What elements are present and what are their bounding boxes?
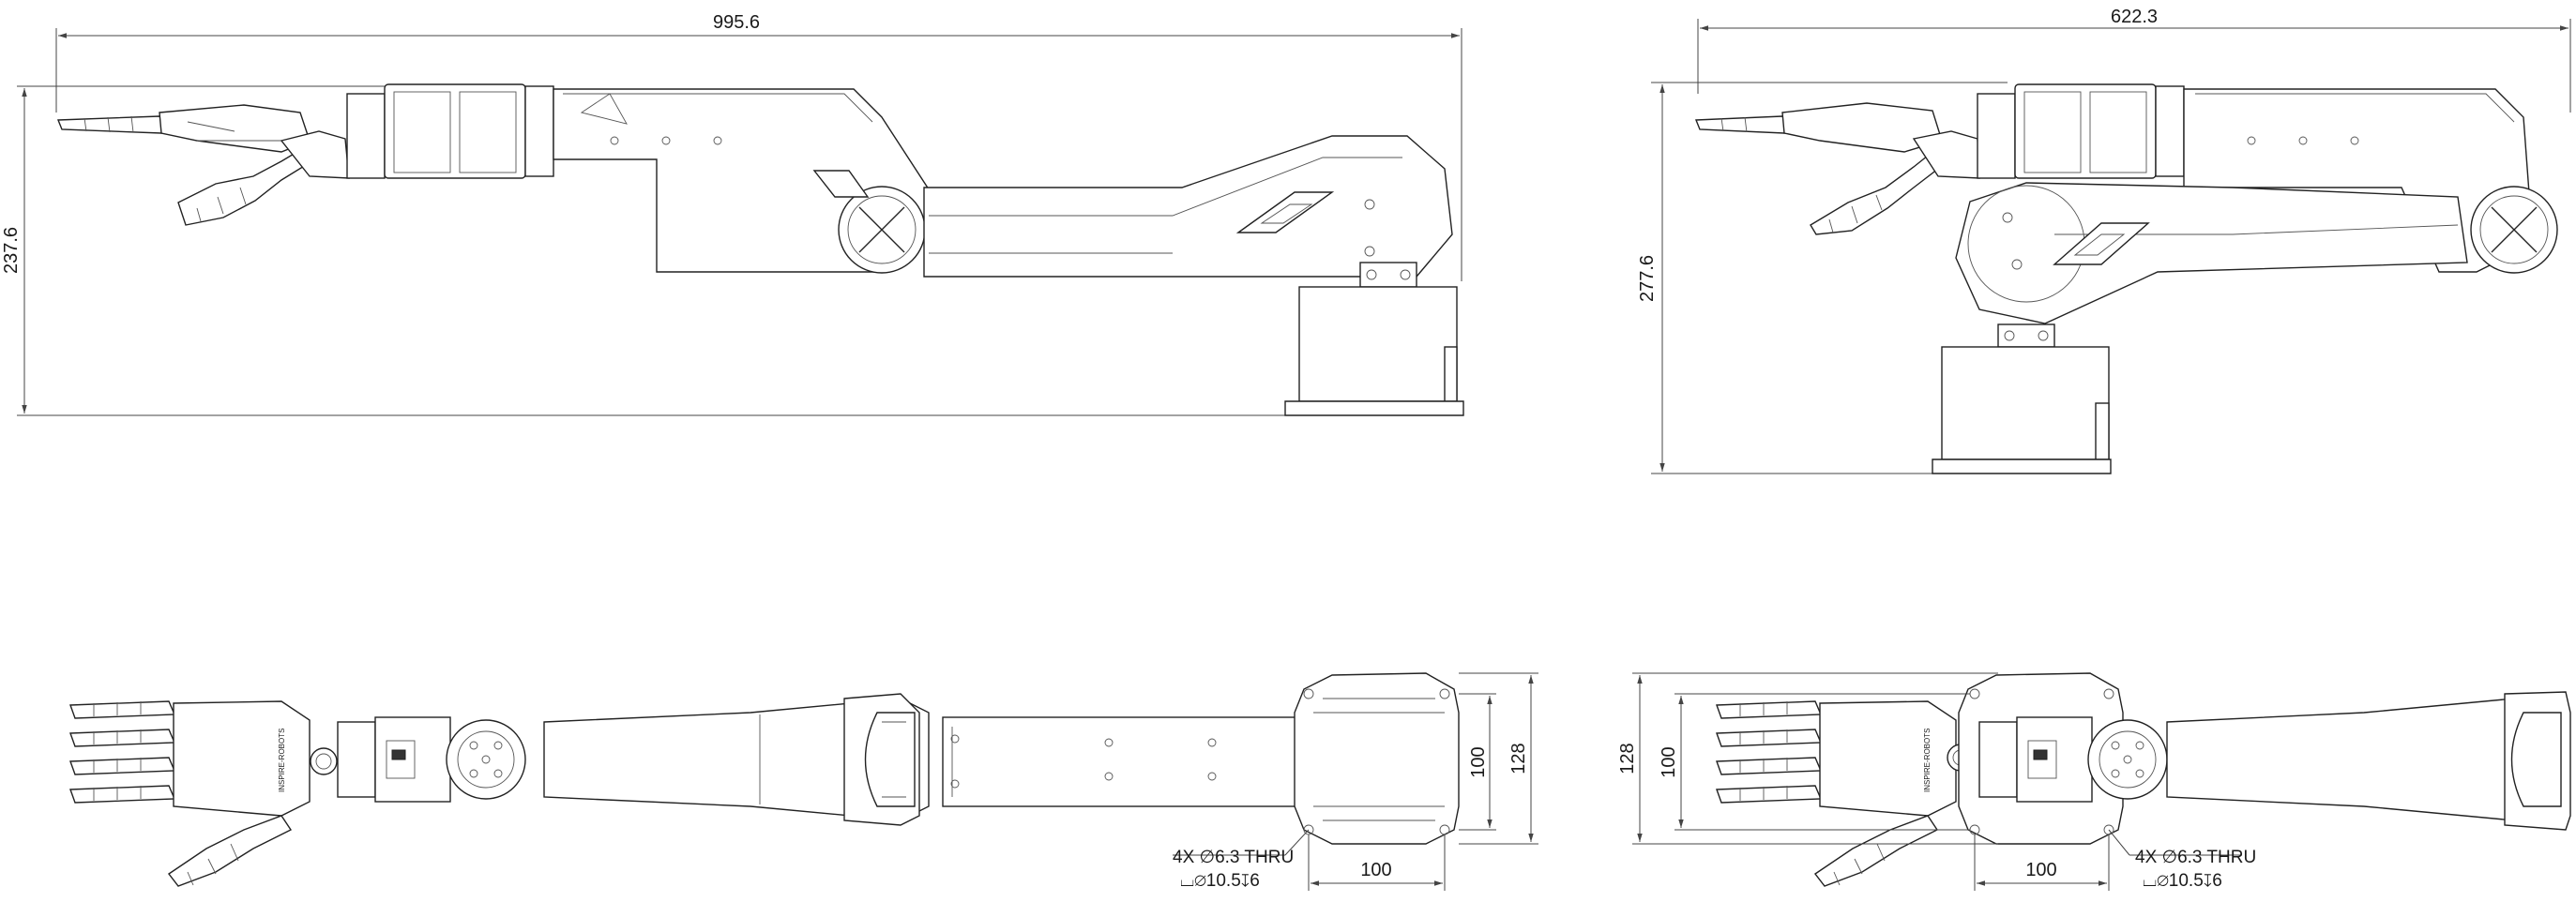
wrist-joint-folded xyxy=(1977,83,2185,179)
forearm-link-folded xyxy=(1955,182,2468,324)
hole-callout-extended: 4X ∅6.3 THRU ⌴∅10.5↧6 xyxy=(1173,829,1310,891)
dimension-base-length-folded: 100 xyxy=(1974,834,2110,891)
hole-callout-folded: 4X ∅6.3 THRU ⌴∅10.5↧6 xyxy=(2108,829,2256,891)
dimension-base-inner-folded: 100 xyxy=(1659,693,1970,831)
elbow-top xyxy=(843,693,920,826)
hole-note-line1: 4X ∅6.3 THRU xyxy=(1173,848,1294,867)
robot-base-folded xyxy=(1932,323,2112,474)
robot-hand-top: INSPIRE-ROBOTS xyxy=(69,700,338,887)
dimension-width-folded: 622.3 xyxy=(1697,7,2571,113)
elbow-joint xyxy=(812,170,926,274)
dimension-width-extended: 995.6 xyxy=(55,12,1462,281)
forearm-link xyxy=(923,135,1453,278)
dimension-height-extended: 237.6 xyxy=(1,85,1285,416)
dimension-label: 237.6 xyxy=(1,227,22,274)
dimension-label: 128 xyxy=(1617,743,1638,774)
dimension-base-outer-folded: 128 xyxy=(1617,672,1998,845)
dimension-base-inner-extended: 100 xyxy=(1459,693,1496,831)
dimension-height-folded: 277.6 xyxy=(1637,82,2008,474)
dimension-base-length-extended: 100 xyxy=(1308,834,1446,891)
dimension-label: 622.3 xyxy=(2111,7,2158,27)
robot-hand xyxy=(56,104,350,226)
elbow-joint-folded xyxy=(2470,186,2558,274)
dimension-label: 100 xyxy=(1360,860,1391,880)
hole-note-line2: ⌴∅10.5↧6 xyxy=(1180,871,1260,891)
top-view-folded: INSPIRE-ROBOTS xyxy=(1617,672,2571,891)
top-view-extended: INSPIRE-ROBOTS xyxy=(69,672,1538,891)
robot-base xyxy=(1284,262,1464,416)
wrist-joint xyxy=(346,83,554,179)
wrist-top xyxy=(337,716,526,803)
side-view-folded: 622.3 277.6 xyxy=(1637,7,2571,474)
dimension-label: 277.6 xyxy=(1637,255,1658,302)
wrist-top-folded xyxy=(1978,716,2168,803)
dimension-label: 100 xyxy=(1659,746,1679,777)
hole-note-line1: 4X ∅6.3 THRU xyxy=(2135,848,2256,867)
arm-top-folded xyxy=(2166,691,2571,831)
dimension-label: 128 xyxy=(1508,743,1529,774)
robot-hand-folded xyxy=(1694,102,1980,235)
hole-note-line2: ⌴∅10.5↧6 xyxy=(2143,871,2222,891)
robot-hand-top-folded: INSPIRE-ROBOTS xyxy=(1716,700,1975,887)
side-view-extended: 995.6 237.6 xyxy=(1,12,1464,416)
logo-text: INSPIRE-ROBOTS xyxy=(1923,729,1932,792)
dimension-base-outer-extended: 128 xyxy=(1459,672,1538,845)
forearm-top xyxy=(942,716,1300,807)
base-top xyxy=(1294,672,1460,845)
dimension-label: 100 xyxy=(1468,746,1489,777)
dimension-label: 100 xyxy=(2025,860,2056,880)
logo-text: INSPIRE-ROBOTS xyxy=(278,729,286,792)
upper-arm-top xyxy=(543,698,930,821)
dimension-label: 995.6 xyxy=(713,12,760,33)
